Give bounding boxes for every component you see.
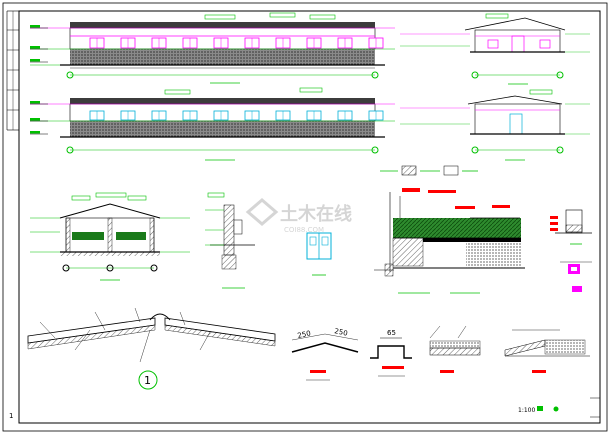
window-row (89, 37, 384, 49)
door-elevation (306, 232, 332, 276)
material-legend (380, 165, 478, 176)
dimension-65: 65 (387, 329, 396, 337)
dimension-250-left: 250 (297, 329, 312, 340)
watermark: 土木在线 COI88.COM (245, 198, 352, 234)
window-row (89, 110, 384, 121)
watermark-english: COI88.COM (284, 226, 324, 234)
detail-callout-number: 1 (144, 374, 151, 387)
dimension-250-right: 250 (334, 327, 349, 338)
gutter-detail: 65 (370, 329, 412, 377)
scale-mark: 1:100 (518, 407, 535, 414)
sheet-frame (2, 2, 608, 432)
watermark-chinese: 土木在线 (280, 203, 352, 225)
roof-band (70, 22, 375, 28)
small-detail-right (550, 209, 592, 292)
title-block-corner: 1:100 (518, 397, 600, 418)
roof-eave-detail: 1 (27, 307, 276, 390)
page-number: 1 (9, 412, 13, 420)
wall-section-detail (205, 192, 255, 289)
floor-detail (429, 325, 481, 373)
level-marks-left-1 (30, 25, 48, 63)
front-elevation-1 (30, 12, 395, 84)
cross-section-1-1 (30, 192, 190, 281)
side-elevation-1 (400, 13, 590, 85)
side-elevation-2 (400, 89, 590, 161)
canopy-section (374, 188, 525, 294)
front-elevation-2 (30, 87, 395, 161)
ridge-detail: 250 250 (291, 327, 359, 381)
drain-detail (504, 329, 590, 373)
